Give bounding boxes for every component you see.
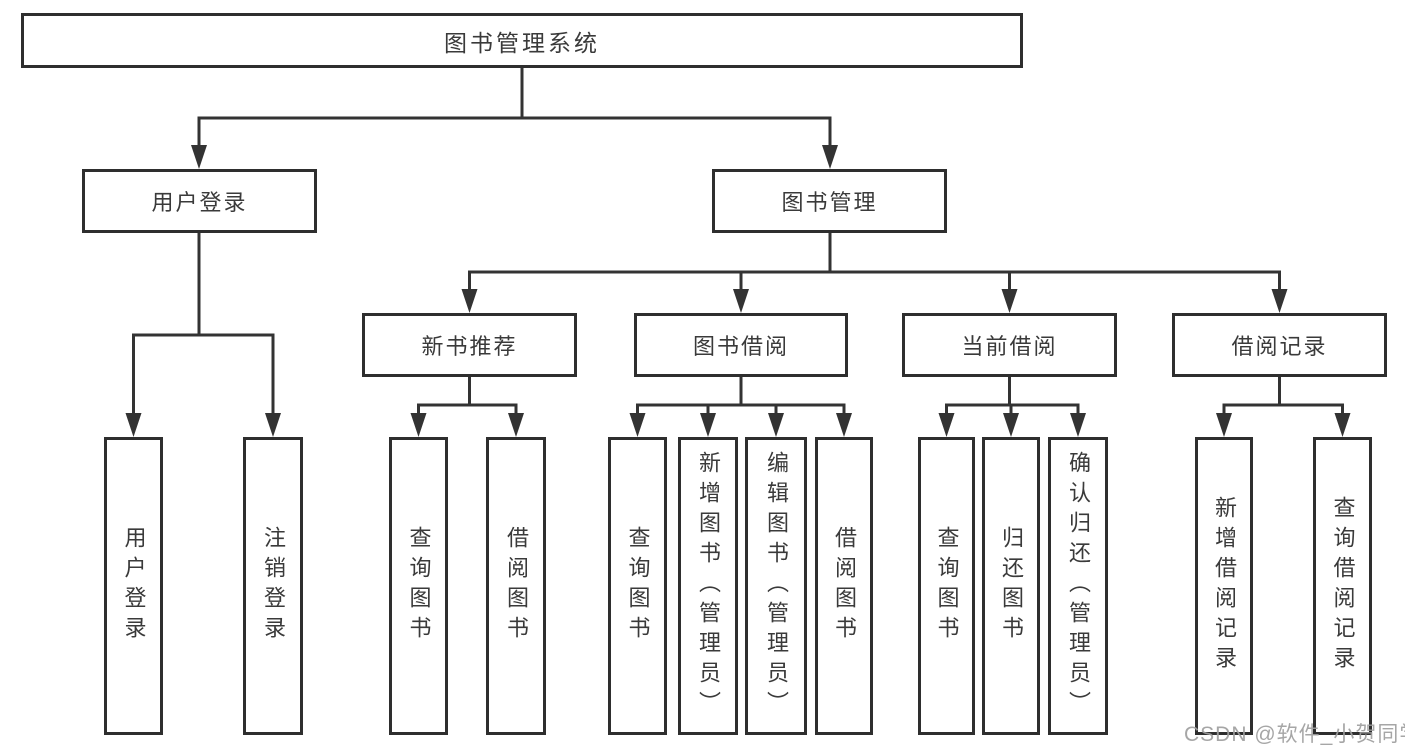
leaf-query-books-borrowing-label: 查询图书 [625,526,651,646]
node-root: 图书管理系统 [21,13,1023,68]
leaf-add-book-admin: 新增图书（管理员） [678,437,738,735]
leaf-add-book-admin-label: 新增图书（管理员） [696,451,721,721]
node-current-borrowing-label: 当前借阅 [961,334,1058,359]
node-book-borrowing: 图书借阅 [634,313,848,377]
leaf-borrow-books-borrowing: 借阅图书 [815,437,873,735]
node-current-borrowing: 当前借阅 [902,313,1117,377]
node-user-login-label: 用户登录 [151,190,248,215]
leaf-edit-book-admin: 编辑图书（管理员） [745,437,807,735]
leaf-borrow-books-borrowing-label: 借阅图书 [832,526,857,646]
watermark: CSDN @软件_小贺同学 [1184,723,1405,746]
leaf-query-borrow-record: 查询借阅记录 [1313,437,1372,735]
leaf-add-borrow-record-label: 新增借阅记录 [1212,496,1237,676]
node-borrowing-records-label: 借阅记录 [1231,334,1328,359]
leaf-logout: 注销登录 [243,437,303,735]
leaf-user-login-label: 用户登录 [121,526,147,646]
leaf-add-borrow-record: 新增借阅记录 [1195,437,1253,735]
leaf-query-books-current-label: 查询图书 [934,526,960,646]
node-root-label: 图书管理系统 [444,29,600,56]
leaf-return-books-label: 归还图书 [999,526,1024,646]
node-new-book-recommend-label: 新书推荐 [421,334,518,359]
node-book-management: 图书管理 [712,169,947,233]
node-borrowing-records: 借阅记录 [1172,313,1387,377]
leaf-query-books-borrowing: 查询图书 [608,437,667,735]
leaf-confirm-return-admin-label: 确认归还（管理员） [1066,451,1091,721]
leaf-query-books-recommend-label: 查询图书 [406,526,432,646]
node-book-management-label: 图书管理 [781,190,878,215]
leaf-borrow-books-recommend: 借阅图书 [486,437,546,735]
leaf-query-borrow-record-label: 查询借阅记录 [1330,496,1356,676]
leaf-confirm-return-admin: 确认归还（管理员） [1048,437,1108,735]
leaf-query-books-current: 查询图书 [918,437,975,735]
node-book-borrowing-label: 图书借阅 [692,334,789,359]
leaf-logout-label: 注销登录 [261,526,286,646]
leaf-query-books-recommend: 查询图书 [389,437,448,735]
leaf-borrow-books-recommend-label: 借阅图书 [504,526,529,646]
leaf-user-login: 用户登录 [104,437,163,735]
leaf-edit-book-admin-label: 编辑图书（管理员） [764,451,789,721]
leaf-return-books: 归还图书 [982,437,1040,735]
node-new-book-recommend: 新书推荐 [362,313,577,377]
node-user-login: 用户登录 [82,169,317,233]
